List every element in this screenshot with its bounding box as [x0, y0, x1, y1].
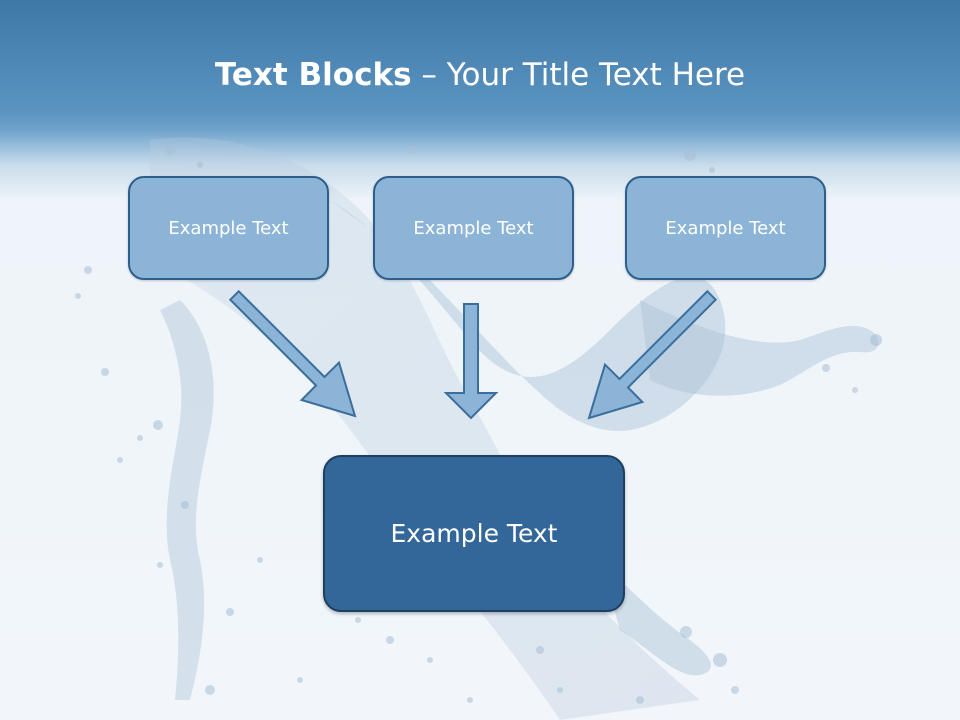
main-text-block-label: Example Text — [390, 519, 558, 548]
text-block-1-label: Example Text — [168, 217, 289, 239]
title-rest: Your Title Text Here — [446, 57, 746, 93]
arrow-right-diagonal — [587, 289, 718, 420]
text-block-1[interactable]: Example Text — [128, 176, 329, 280]
text-block-2-label: Example Text — [413, 217, 534, 239]
arrow-middle-down — [443, 303, 499, 420]
text-block-2[interactable]: Example Text — [373, 176, 574, 280]
title-bold: Text Blocks — [214, 57, 412, 93]
title-separator: – — [411, 57, 447, 93]
text-block-3[interactable]: Example Text — [625, 176, 826, 280]
slide-title: Text Blocks – Your Title Text Here — [0, 52, 960, 98]
arrow-left-diagonal — [228, 289, 357, 418]
text-block-3-label: Example Text — [665, 217, 786, 239]
main-text-block[interactable]: Example Text — [323, 455, 625, 612]
